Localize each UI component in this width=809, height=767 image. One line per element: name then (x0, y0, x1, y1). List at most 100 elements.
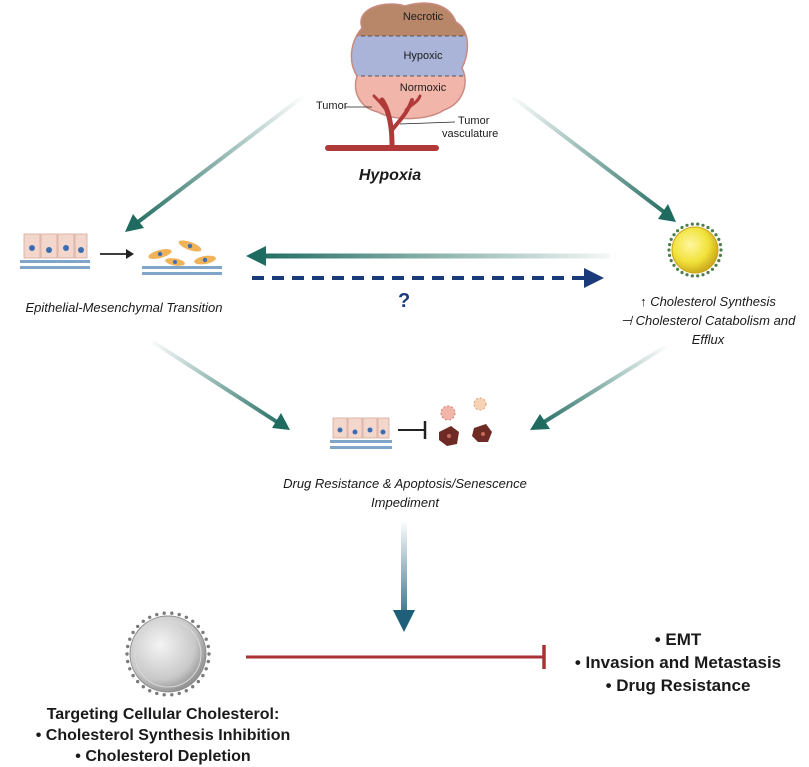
membrane-dot (680, 270, 684, 275)
cholesterol-rich-cell-icon (667, 222, 723, 278)
membrane-dot (717, 259, 721, 263)
hypoxic-zone (351, 36, 468, 76)
inhibit-symbol-icon (398, 421, 427, 439)
membrane-dot (128, 637, 132, 641)
membrane-dot (136, 624, 140, 629)
membrane-dot (201, 673, 205, 678)
membrane-dot (668, 253, 672, 257)
tumor-vasculature (325, 94, 439, 151)
membrane-dot (148, 689, 152, 693)
targeting-item-synthesis-inhibition: • Cholesterol Synthesis Inhibition (35, 727, 291, 744)
membrane-dot (148, 615, 152, 619)
membrane-dot (170, 611, 174, 615)
membrane-dot (714, 233, 718, 237)
emt-caption: Epithelial-Mesenchymal Transition (25, 300, 223, 315)
membrane-dot (191, 619, 195, 623)
hypoxic-zone-label: Hypoxic (403, 50, 443, 62)
membrane-dot (196, 624, 200, 629)
membrane-dot (184, 689, 188, 693)
arrow-hypoxia-to-emt (125, 93, 307, 232)
cholesterol-caption-line3: Efflux (691, 332, 725, 347)
membrane-dot (685, 273, 689, 277)
membrane-dot (191, 685, 195, 689)
mesenchymal-cells-icon (142, 240, 222, 275)
membrane-dot (714, 263, 718, 267)
membrane-dot (204, 637, 208, 641)
membrane-dot (131, 630, 135, 635)
membrane-dot (141, 685, 145, 689)
membrane-dot (680, 225, 684, 230)
membrane-dot (125, 652, 129, 656)
targeting-title: Targeting Cellular Cholesterol: (46, 706, 280, 723)
membrane-dot (718, 253, 723, 257)
membrane-dot (669, 259, 673, 263)
membrane-dot (690, 274, 694, 278)
epithelial-cells-icon (20, 233, 90, 269)
membrane-dot (667, 248, 671, 252)
membrane-dot (696, 274, 700, 278)
question-mark: ? (398, 290, 411, 312)
membrane-dot (696, 222, 700, 226)
membrane-dot (719, 248, 723, 252)
membrane-dot (668, 243, 672, 247)
membrane-dot (196, 679, 200, 684)
membrane-dot (701, 273, 705, 277)
membrane-dot (685, 223, 689, 227)
membrane-dot (207, 652, 211, 656)
apoptotic-senescent-cells-icon (439, 397, 492, 446)
outcome-invasion-metastasis: • Invasion and Metastasis (574, 653, 782, 672)
drug-resistance-caption: Drug Resistance & Apoptosis/Senescence I… (230, 474, 580, 512)
membrane-dot (126, 644, 130, 649)
membrane-dot (136, 679, 140, 684)
normoxic-zone-label: Normoxic (399, 82, 447, 94)
membrane-dot (710, 229, 715, 233)
necrotic-zone-label: Necrotic (402, 11, 444, 23)
outcomes-list: • EMT • Invasion and Metastasis • Drug R… (548, 628, 808, 697)
arrow-cholesterol-to-emt (246, 246, 610, 266)
membrane-dot (706, 270, 710, 275)
membrane-dot (710, 267, 715, 271)
arrow-emt-to-cholesterol-dashed (252, 268, 604, 288)
membrane-dot (177, 612, 181, 617)
membrane-dot (177, 691, 181, 696)
membrane-dot (690, 222, 694, 226)
membrane-dot (669, 237, 673, 241)
inhibition-line-cholesterol-targeting (246, 645, 546, 669)
outcome-drug-resistance: • Drug Resistance (605, 676, 751, 695)
membrane-dot (128, 667, 132, 671)
membrane-dot (718, 243, 723, 247)
membrane-dot (676, 229, 680, 233)
arrow-down-to-outcomes (393, 520, 415, 632)
membrane-dot (706, 225, 710, 230)
membrane-dot (184, 615, 188, 619)
drug-resistance-caption-line1: Drug Resistance & Apoptosis/Senescence (283, 476, 527, 491)
targeting-item-depletion: • Cholesterol Depletion (75, 748, 251, 765)
membrane-dot (170, 693, 174, 697)
membrane-dot (676, 267, 680, 271)
resistant-cells-icon (330, 417, 392, 449)
membrane-dot (155, 691, 159, 696)
vasculature-label-line2: vasculature (442, 128, 499, 140)
membrane-dot (672, 263, 676, 267)
membrane-dot (672, 233, 676, 237)
tumor-label: Tumor (316, 100, 348, 112)
drug-resistance-caption-line2: Impediment (371, 495, 439, 510)
membrane-dot (206, 659, 210, 664)
vasculature-label-line1: Tumor (458, 115, 490, 127)
membrane-dot (201, 630, 205, 635)
arrow-emt-to-drug-resistance (148, 338, 290, 430)
membrane-dot (126, 659, 130, 664)
hypoxia-caption: Hypoxia (358, 167, 422, 184)
membrane-dot (162, 693, 166, 697)
arrow-cholesterol-to-drug-resistance (530, 343, 670, 430)
outcome-emt: • EMT (654, 630, 702, 649)
membrane-dot (155, 612, 159, 617)
membrane-dot (131, 673, 135, 678)
cholesterol-caption: ↑ Cholesterol Synthesis ⊣ Cholesterol Ca… (610, 292, 806, 349)
membrane-dot (206, 644, 210, 649)
membrane-dot (162, 611, 166, 615)
targeting-block: Targeting Cellular Cholesterol: • Choles… (4, 704, 322, 767)
cholesterol-caption-line2: ⊣ Cholesterol Catabolism and (620, 313, 796, 328)
membrane-dot (204, 667, 208, 671)
